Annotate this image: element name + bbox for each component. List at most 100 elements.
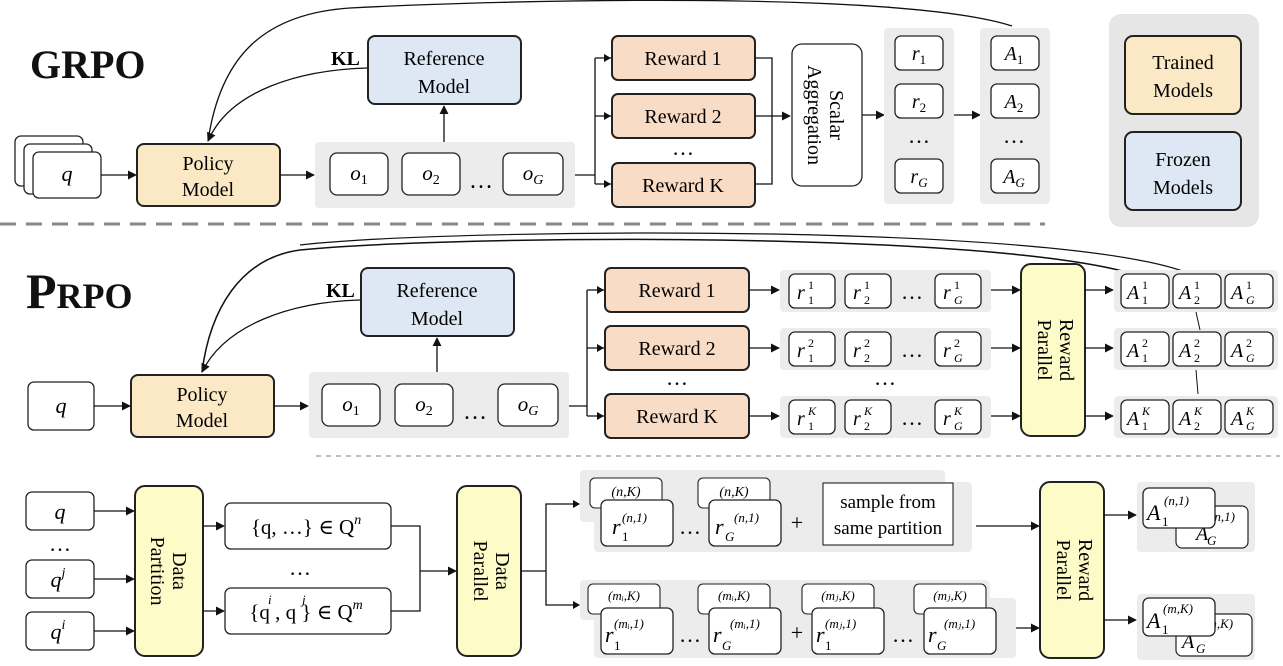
svg-text:same partition: same partition [834,518,943,539]
prpo-r-cell-sub: 2 [864,419,870,433]
grpo-reward-k-label: Reward K [642,175,724,197]
svg-text:…: … [463,399,487,425]
svg-text:(mᵢ,1): (mᵢ,1) [730,616,760,631]
data-parallel-section: q … qj qi Data Partition {q, …} ∈ Qn … {… [25,470,1255,660]
prpo-a-cell [1120,399,1170,435]
prpo-r-cell-sup: K [807,404,817,418]
prpo-reward-k-label: Reward K [636,406,718,428]
svg-text:G: G [722,638,732,653]
prpo-r-cell [788,273,836,309]
grpo-scalar-line1: Scalar [825,90,847,140]
prpo-a-cell-sup: 2 [1142,336,1148,350]
svg-text:G: G [1196,641,1206,656]
svg-text:A2: A2 [1003,91,1024,115]
prpo-r-cell [934,331,982,367]
svg-text:1: 1 [1162,622,1169,637]
prpo-a-cell-sup: 1 [1142,278,1148,292]
prpo-r-cell-label: r [853,282,861,304]
grpo-reference-line2: Model [418,76,471,98]
svg-text:(n,1): (n,1) [1210,509,1235,524]
prpo-r-cell-sub: 2 [864,293,870,307]
svg-text:G: G [937,638,947,653]
prpo-a-cell [1172,331,1222,367]
svg-text:…: … [679,514,701,539]
svg-text:sample from: sample from [840,492,936,513]
svg-text:A: A [1145,608,1161,633]
grpo-title: GRPO [30,42,146,87]
prpo-query-label: q [56,393,67,418]
svg-text:r: r [816,622,825,647]
svg-text:…: … [892,622,914,647]
prpo-r-row-dots: … [901,279,923,304]
svg-text:(n,K): (n,K) [719,485,749,500]
prpo-a-cell-label: A [1177,282,1192,304]
dp-sample-note [822,482,954,546]
svg-text:1: 1 [1162,514,1169,529]
prpo-r-row-dots: … [901,405,923,430]
prpo-a-cell-sup: 1 [1194,278,1200,292]
svg-text:AG: AG [1001,166,1025,190]
svg-text:(mⱼ,1): (mⱼ,1) [944,616,975,631]
grpo-output-dots: … [469,168,493,194]
prpo-a-cell-sub: 2 [1194,419,1200,433]
svg-text:(mⱼ,K): (mⱼ,K) [821,588,854,603]
prpo-a-cell-label: A [1125,340,1140,362]
prpo-a-cell [1224,399,1274,435]
grpo-policy-line2: Model [182,179,235,201]
legend-trained [1124,35,1242,115]
svg-text:o2: o2 [422,161,440,188]
svg-text:r1: r1 [912,43,926,67]
prpo-r-cell-label: r [853,408,861,430]
prpo-reward-parallel-line1: Reward [1055,319,1077,381]
grpo-kl-label: KL [331,48,360,70]
prpo-a-cell-sub: G [1246,419,1255,433]
dp-reward-parallel-line1: Reward [1074,539,1096,601]
svg-text:(n,1): (n,1) [1164,493,1189,508]
prpo-a-cell [1120,331,1170,367]
prpo-r-cell-sup: K [953,404,963,418]
grpo-reward-2-label: Reward 2 [644,106,721,128]
prpo-a-cell-sub: 2 [1194,351,1200,365]
svg-text:1: 1 [825,638,832,653]
prpo-reference-model [360,267,515,337]
grpo-output-o2 [401,152,461,196]
grpo-output-oG [502,152,564,196]
prpo-a-cell-label: A [1177,340,1192,362]
prpo-a-cell-label: A [1177,408,1192,430]
dp-parallel-line2: Parallel [469,540,491,602]
prpo-r-cell [788,399,836,435]
prpo-r-cell-label: r [797,408,805,430]
prpo-r-cell-sub: 1 [808,419,814,433]
prpo-a-cell-sub: G [1246,293,1255,307]
svg-text:o2: o2 [415,392,433,419]
dp-parallel-line1: Data [491,552,513,590]
svg-text:(n,1): (n,1) [622,510,647,525]
prpo-r-cell-sub: 1 [808,293,814,307]
svg-text:j: j [300,592,306,607]
svg-text:o1: o1 [350,161,368,188]
svg-text:rG: rG [910,166,928,190]
svg-text:r: r [612,514,621,539]
prpo-r-cell-sup: 1 [864,278,870,292]
prpo-reference-line1: Reference [396,280,477,302]
prpo-a-cell-sub: 1 [1142,293,1148,307]
svg-text:…: … [679,622,701,647]
svg-text:o1: o1 [342,392,360,419]
svg-text:1: 1 [614,638,621,653]
grpo-reward-k [611,162,756,208]
prpo-reference-line2: Model [411,308,464,330]
prpo-a-cell-sup: 1 [1246,278,1252,292]
svg-text:r: r [605,622,614,647]
prpo-r-cell-label: r [943,408,951,430]
prpo-a-cell-sub: G [1246,351,1255,365]
prpo-r-cell-label: r [943,282,951,304]
svg-text:(mᵢ,1): (mᵢ,1) [614,616,644,631]
dp-reward-parallel [1039,481,1105,659]
grpo-scalar-line2: Aggregation [803,65,825,165]
prpo-reward-2-label: Reward 2 [638,338,715,360]
svg-text:+: + [791,510,803,535]
svg-text:(mⱼ,1): (mⱼ,1) [825,616,856,631]
prpo-r-cell [844,331,892,367]
